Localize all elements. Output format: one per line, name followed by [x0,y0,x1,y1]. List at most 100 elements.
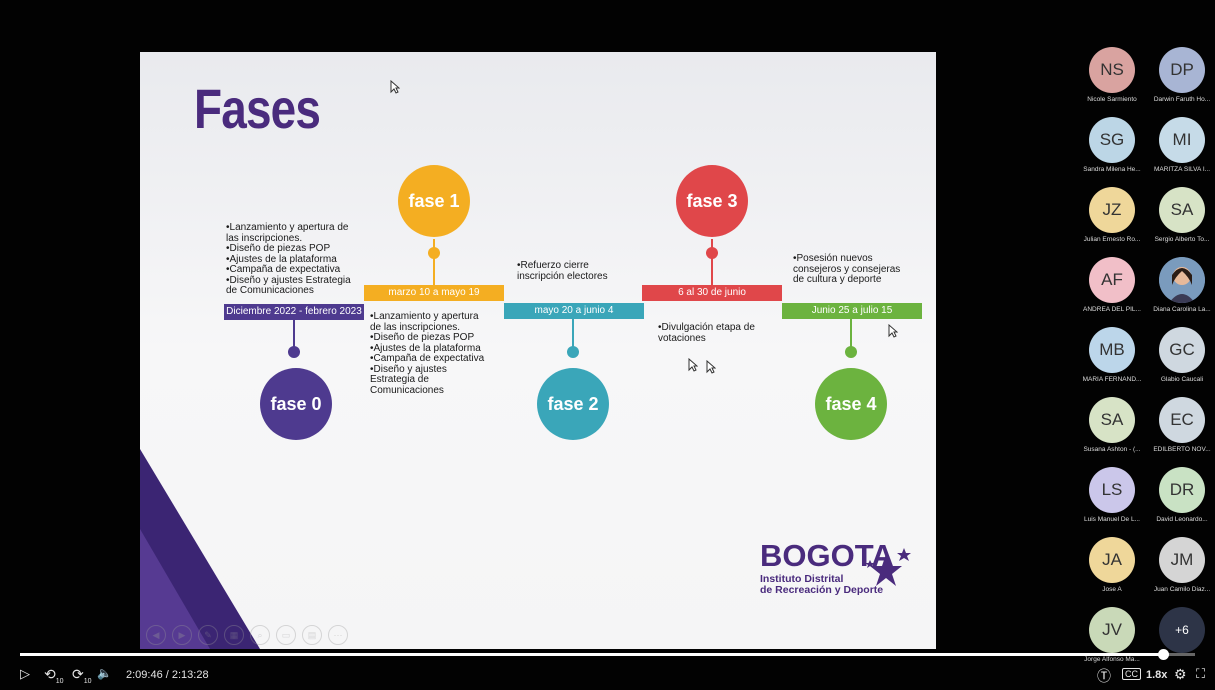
more-icon[interactable]: ⋯ [328,625,348,645]
play-icon[interactable]: ▷ [20,666,30,681]
forward-10-icon[interactable]: ⟳10 [72,666,92,685]
participant-tile[interactable]: AF ANDREA DEL PIL... [1077,257,1147,313]
phase-2-bar: mayo 20 a junio 4 [504,303,644,319]
avatar: DP [1159,47,1205,93]
participant-tile[interactable]: SG Sandra Milena He... [1077,117,1147,173]
mouse-cursor-icon [888,323,899,343]
phase-3-circle: fase 3 [676,165,748,237]
participant-name: Diana Carolina La... [1153,306,1211,313]
pen-icon[interactable]: ✎ [198,625,218,645]
participant-name: Glabio Caucali [1160,376,1204,383]
participant-name: Sergio Alberto To... [1154,236,1210,243]
star-logo-icon [864,546,914,593]
participant-tile[interactable]: NS Nicole Sarmiento [1077,47,1147,103]
avatar: SG [1089,117,1135,163]
screen-icon[interactable]: ▭ [276,625,296,645]
avatar: JV [1089,607,1135,653]
participant-name: Luis Manuel De L... [1083,516,1140,523]
participant-name: EDILBERTO NOV... [1153,446,1211,453]
avatar: MI [1159,117,1205,163]
participant-tile[interactable]: +6 [1147,607,1215,653]
participant-name: MARIA FERNAND... [1082,376,1142,383]
phase-4-dot [845,346,857,358]
participant-tile[interactable]: EC EDILBERTO NOV... [1147,397,1215,453]
phase-0-circle: fase 0 [260,368,332,440]
slideshow-controls: ◀ ▶ ✎ ▦ ⌕ ▭ ▤ ⋯ [146,625,348,645]
participant-name: Nicole Sarmiento [1087,96,1137,103]
progress-thumb[interactable] [1157,649,1169,660]
rewind-10-icon[interactable]: ⟲10 [44,666,64,685]
avatar: SA [1089,397,1135,443]
participant-name: MARITZA SILVA I... [1153,166,1211,173]
participant-name: ANDREA DEL PIL... [1083,306,1141,313]
slides-grid-icon[interactable]: ▦ [224,625,244,645]
avatar: JM [1159,537,1205,583]
avatar: NS [1089,47,1135,93]
phase-4-circle: fase 4 [815,368,887,440]
participant-tile[interactable]: JA Jose A [1077,537,1147,593]
participant-tile[interactable]: Diana Carolina La... [1147,257,1215,313]
phase-1-dot [428,247,440,259]
participant-name: Jorge Alfonso Ma... [1084,656,1140,663]
time-display: 2:09:46 / 2:13:28 [126,669,209,681]
participant-name: Jose A [1102,586,1122,593]
progress-bar[interactable] [20,649,1195,660]
avatar: GC [1159,327,1205,373]
participant-name: Sandra Milena He... [1083,166,1141,173]
participant-name: David Leonardo... [1156,516,1208,523]
avatar: JA [1089,537,1135,583]
settings-icon[interactable]: ⚙ [1174,666,1187,682]
participant-tile[interactable]: SA Susana Ashton - (... [1077,397,1147,453]
avatar: AF [1089,257,1135,303]
progress-fill [20,653,1163,656]
previous-slide-icon[interactable]: ◀ [146,625,166,645]
avatar: DR [1159,467,1205,513]
participant-tile[interactable]: MI MARITZA SILVA I... [1147,117,1215,173]
participant-tile[interactable]: SA Sergio Alberto To... [1147,187,1215,243]
phase-2-dot [567,346,579,358]
captions-icon[interactable]: CC [1122,668,1141,680]
avatar [1159,257,1205,303]
participant-name: Julian Ernesto Ro... [1083,236,1141,243]
phase-1-stem [433,239,435,251]
fullscreen-icon[interactable]: ⛶ [1196,666,1206,681]
next-slide-icon[interactable]: ▶ [172,625,192,645]
phase-0-stem [293,320,295,348]
phase-3-stem [711,257,713,285]
phase-3-bar: 6 al 30 de junio [642,285,782,301]
phase-2-circle: fase 2 [537,368,609,440]
participant-tile[interactable]: DR David Leonardo... [1147,467,1215,523]
phase-4-bar: Junio 25 a julio 15 [782,303,922,319]
phase-2-stem [572,319,574,347]
participant-name: Darwin Faruth Ho... [1153,96,1211,103]
avatar: SA [1159,187,1205,233]
volume-icon[interactable]: 🔈 [97,666,112,680]
participant-tile[interactable]: JV Jorge Alfonso Ma... [1077,607,1147,663]
transcript-icon[interactable]: Ⓣ [1097,668,1111,684]
participant-tile[interactable]: DP Darwin Faruth Ho... [1147,47,1215,103]
avatar: LS [1089,467,1135,513]
idrd-logo: BOGOTA Instituto Distrital de Recreación… [760,538,894,596]
avatar: EC [1159,397,1205,443]
mouse-cursor-icon [390,79,401,99]
phase-3-dot [706,247,718,259]
zoom-icon[interactable]: ⌕ [250,625,270,645]
playback-speed[interactable]: 1.8x [1146,669,1168,681]
phase-1-circle: fase 1 [398,165,470,237]
more-participants-button[interactable]: +6 [1159,607,1205,653]
subtitles-icon[interactable]: ▤ [302,625,322,645]
participant-tile[interactable]: JZ Julian Ernesto Ro... [1077,187,1147,243]
participant-name: Susana Ashton - (... [1083,446,1141,453]
avatar: JZ [1089,187,1135,233]
phase-0-bar: Diciembre 2022 - febrero 2023 [224,304,364,320]
participant-tile[interactable]: GC Glabio Caucali [1147,327,1215,383]
participant-tile[interactable]: LS Luis Manuel De L... [1077,467,1147,523]
